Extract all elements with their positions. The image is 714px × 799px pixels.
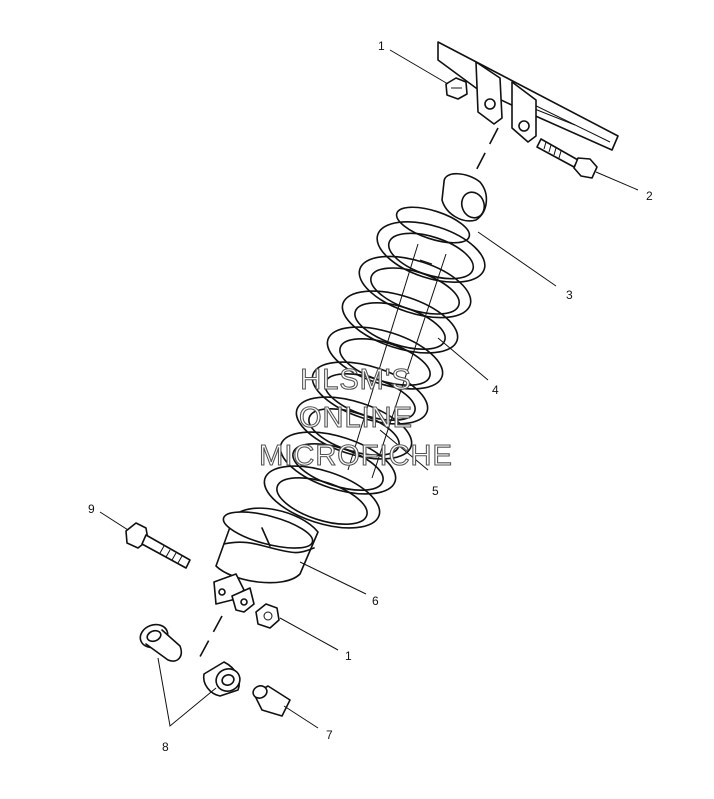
watermark-line-2: ONLINE (299, 402, 413, 434)
callout-2: 2 (646, 189, 653, 203)
callout-7: 7 (326, 728, 333, 742)
flanged-bushing-right (202, 661, 241, 697)
bushing-sleeve (252, 685, 291, 717)
callout-3: 3 (566, 288, 573, 302)
lower-nut (255, 603, 280, 629)
lower-spring-retainer (215, 507, 319, 584)
callout-1-top: 1 (378, 39, 385, 53)
assembly-centerline-bottom (195, 615, 223, 665)
coil-spring (263, 206, 486, 529)
damper-body (347, 243, 447, 479)
shock-upper-eye (441, 172, 488, 222)
callout-1-bottom: 1 (345, 649, 352, 663)
callout-6: 6 (372, 594, 379, 608)
assembly-centerline-top (467, 127, 499, 187)
flanged-bushing-left (139, 623, 183, 662)
callout-8: 8 (162, 740, 169, 754)
watermark: HLSM'S ONLINE MICROFICHE (259, 363, 453, 472)
leader-lines (99, 49, 639, 729)
lower-clevis (213, 573, 255, 613)
callout-labels: 1 2 3 4 5 6 1 7 8 9 (88, 39, 653, 754)
top-bolt (536, 138, 598, 179)
top-nut (445, 77, 468, 100)
watermark-line-1: HLSM'S (300, 364, 411, 396)
callout-9: 9 (88, 502, 95, 516)
callout-5: 5 (432, 484, 439, 498)
frame-mount-bracket (437, 41, 619, 151)
watermark-line-3: MICROFICHE (259, 440, 453, 472)
lower-bolt (125, 522, 191, 569)
callout-4: 4 (492, 383, 499, 397)
